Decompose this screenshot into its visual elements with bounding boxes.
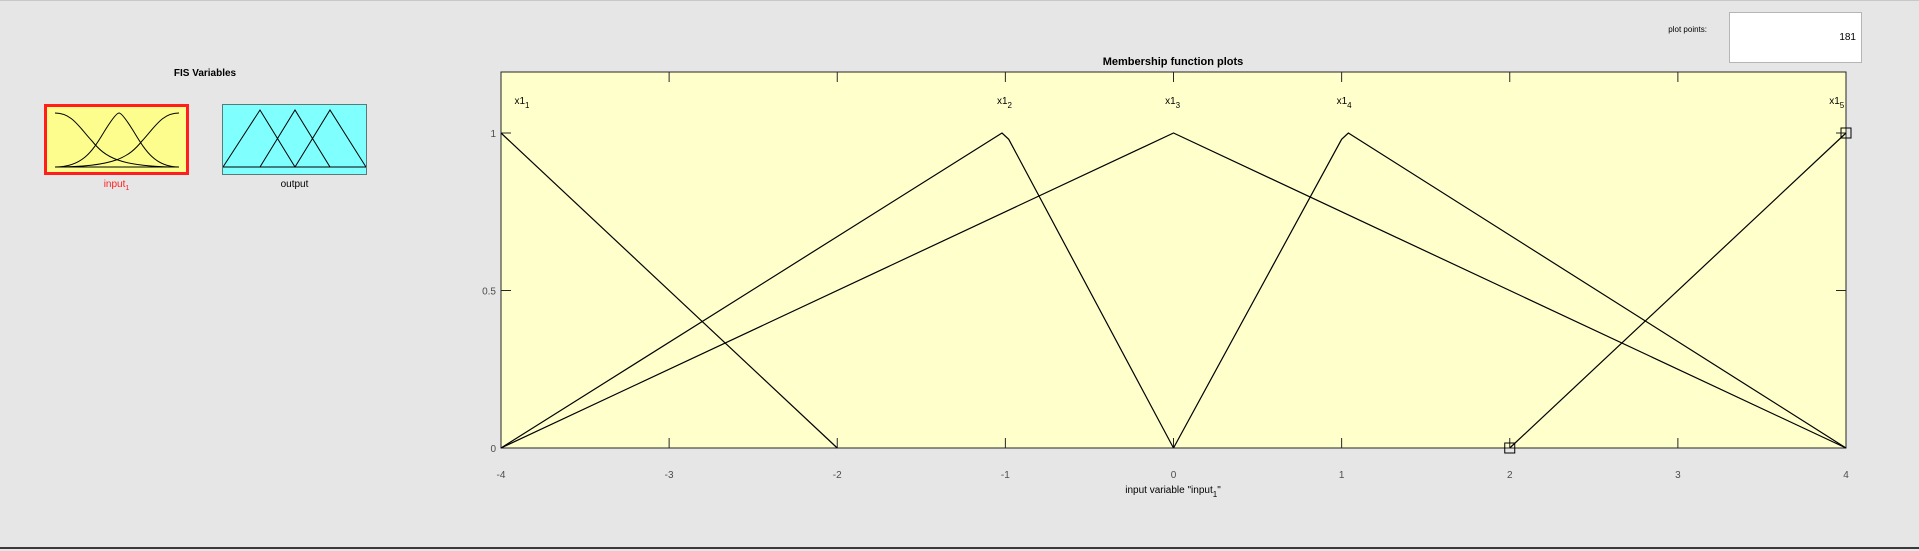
plot-title: Membership function plots: [1103, 56, 1244, 68]
x-tick-label: 2: [1507, 470, 1513, 481]
mf-curve-x1-4: [1172, 132, 1847, 449]
input-mf-thumbnail-icon: [54, 112, 180, 168]
window-top-border: [0, 0, 1919, 1]
x-tick-label: 3: [1675, 470, 1681, 481]
plot-area: [500, 71, 1847, 449]
mf-curves: [500, 132, 1847, 449]
output-variable-label: output: [280, 179, 309, 190]
plot-points-input[interactable]: [1729, 12, 1862, 63]
x-tick-label: -4: [497, 470, 506, 481]
axis-ticks: -4 -3 -2 -1 0 1 2 3 4 0 0.5 1: [482, 72, 1849, 481]
mf-labels: x11 x12 x13 x14 x15: [514, 96, 1844, 110]
y-tick-label: 0.5: [482, 287, 496, 298]
mf-label-x1-1: x11: [514, 96, 530, 110]
output-variable-box[interactable]: [222, 104, 367, 175]
output-mf-thumbnail-icon: [223, 109, 366, 168]
y-tick-label: 1: [490, 129, 496, 140]
x-tick-label: 0: [1171, 470, 1177, 481]
mf-label-x1-2: x12: [997, 96, 1013, 110]
input-variable-box[interactable]: [44, 104, 189, 175]
mf-curve-x1-1: [500, 132, 838, 449]
x-axis-label: input variable "input1": [1125, 485, 1221, 499]
x-tick-label: -3: [665, 470, 674, 481]
plot-points-label: plot points:: [1668, 25, 1707, 34]
input-variable-label: input1: [103, 179, 130, 192]
window-bottom-border: [0, 547, 1919, 549]
selected-point-marker: [1840, 127, 1852, 139]
selected-point-markers: [1504, 127, 1852, 454]
mf-label-x1-4: x14: [1337, 96, 1353, 110]
fis-variables-title: FIS Variables: [173, 68, 237, 79]
selected-point-marker: [1504, 442, 1516, 454]
x-tick-label: -1: [1001, 470, 1010, 481]
mf-label-x1-5: x15: [1829, 96, 1845, 110]
x-tick-label: -2: [833, 470, 842, 481]
mf-curve-x1-2: [500, 132, 1175, 449]
x-tick-label: 1: [1339, 470, 1345, 481]
mf-curve-x1-5: [1509, 132, 1847, 449]
y-tick-label: 0: [490, 444, 496, 455]
x-tick-label: 4: [1843, 470, 1849, 481]
mf-label-x1-3: x13: [1165, 96, 1181, 110]
